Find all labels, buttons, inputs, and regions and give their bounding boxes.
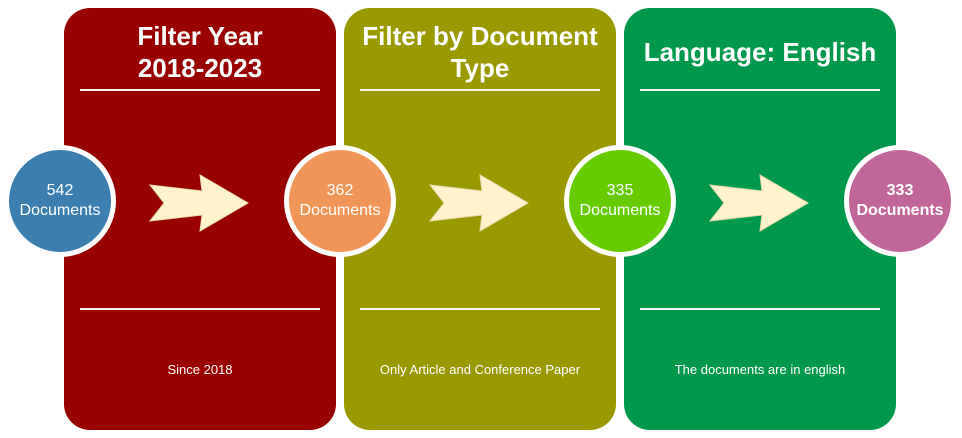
language-note: The documents are in english <box>674 362 846 377</box>
divider <box>640 89 880 91</box>
count-value: 542 <box>46 182 74 199</box>
count-label: Documents <box>299 202 381 219</box>
filter-year-title: Filter Year 2018-2023 <box>137 21 263 83</box>
divider <box>640 308 880 310</box>
right-arrow-icon <box>428 174 529 232</box>
count-value: 362 <box>326 182 354 199</box>
divider <box>80 308 320 310</box>
divider <box>360 89 600 91</box>
divider <box>80 89 320 91</box>
divider <box>360 308 600 310</box>
count-circle-after-year: 362 Documents <box>284 145 396 257</box>
count-label: Documents <box>856 202 944 219</box>
right-arrow-icon <box>708 174 809 232</box>
count-value: 335 <box>606 182 634 199</box>
count-circle-after-type: 335 Documents <box>564 145 676 257</box>
filter-document-type-title: Filter by Document Type <box>362 21 598 83</box>
count-label: Documents <box>19 202 101 219</box>
count-circle-final: 333 Documents <box>844 145 956 257</box>
count-circle-initial: 542 Documents <box>4 145 116 257</box>
filter-document-type-note: Only Article and Conference Paper <box>379 362 581 377</box>
language-title: Language: English <box>643 37 877 67</box>
right-arrow-icon <box>148 174 249 232</box>
filter-year-note: Since 2018 <box>167 362 233 377</box>
count-label: Documents <box>579 202 661 219</box>
count-value: 333 <box>886 182 914 199</box>
